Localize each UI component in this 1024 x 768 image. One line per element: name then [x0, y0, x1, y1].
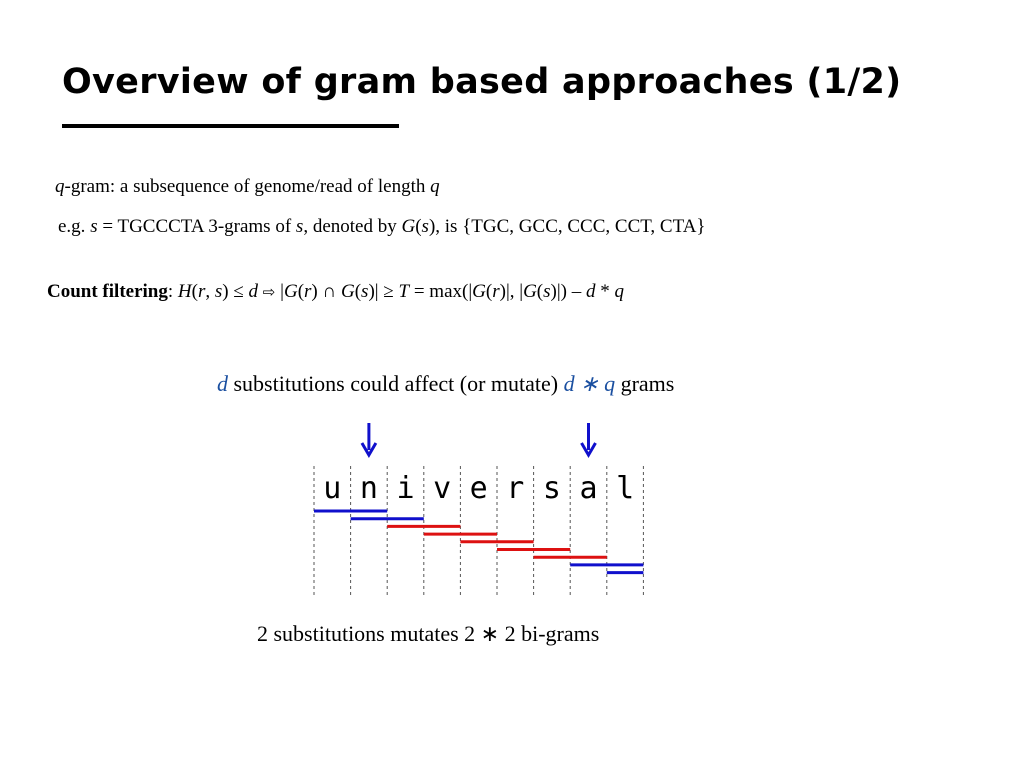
var-q: q [55, 176, 65, 197]
var-G: G [523, 281, 537, 302]
word-letter: n [360, 471, 378, 506]
example-line: e.g. s = TGCCCTA 3-grams of s, denoted b… [58, 216, 706, 238]
example-text: ( [415, 216, 422, 237]
mutation-arrow-icon [360, 442, 378, 458]
formula-part: )|, | [499, 281, 524, 302]
var-q: q [614, 281, 625, 302]
formula-part: * [595, 281, 615, 302]
var-s: s [421, 216, 429, 237]
mutation-arrow-icon [580, 442, 597, 458]
var-G: G [401, 216, 416, 237]
var-s: s [214, 281, 223, 302]
word-letter: v [433, 471, 451, 506]
caption-text: substitutions could affect (or mutate) [228, 371, 564, 396]
formula-part: ( [354, 281, 362, 302]
var-s: s [543, 281, 551, 302]
formula-part: : [167, 281, 178, 302]
formula-part: ( [536, 281, 544, 302]
formula-part: ) ≤ [222, 281, 249, 302]
bottom-caption: 2 substitutions mutates 2 ∗ 2 bi-grams [257, 621, 600, 646]
word-letter: a [579, 471, 597, 506]
qgram-definition: q-gram: a subsequence of genome/read of … [55, 176, 440, 198]
var-r: r [197, 281, 206, 302]
word-letter: e [470, 471, 488, 506]
slide-title: Overview of gram based approaches (1/2) [62, 62, 902, 102]
qgram-definition-text: -gram: a subsequence of genome/read of l… [64, 176, 431, 197]
formula-part: ) ∩ [311, 281, 341, 302]
var-s: s [361, 281, 369, 302]
var-r: r [492, 281, 500, 302]
substitution-caption: d substitutions could affect (or mutate)… [217, 371, 674, 397]
formula-part: | [280, 281, 284, 302]
example-prefix: e.g. [58, 216, 91, 237]
var-G: G [472, 281, 486, 302]
example-text: , denoted by [303, 216, 402, 237]
var-T: T [398, 281, 410, 302]
var-d: d [586, 281, 596, 302]
formula-part: = max(| [409, 281, 473, 302]
formula-part: , [205, 281, 215, 302]
formula-part: ( [485, 281, 493, 302]
implies-arrow-icon: ⇨ [258, 283, 281, 301]
var-d: d [248, 281, 259, 302]
var-H: H [177, 281, 192, 302]
var-dq: d ∗ q [563, 371, 616, 396]
var-G: G [340, 281, 355, 302]
word-letter: u [323, 471, 341, 506]
var-q: q [430, 176, 440, 197]
title-underline [62, 124, 399, 128]
var-s: s [90, 216, 98, 237]
word-letter: l [616, 471, 634, 506]
var-s: s [295, 216, 304, 237]
formula-part: ( [191, 281, 198, 302]
count-filtering-label: Count filtering [47, 281, 168, 302]
count-filtering-formula: Count filtering: H(r, s) ≤ d ⇨ |G(r) ∩ G… [47, 281, 624, 303]
var-G: G [283, 281, 298, 302]
var-d: d [217, 371, 228, 396]
var-r: r [304, 281, 312, 302]
example-text: ), is {TGC, GCC, CCC, CCT, CTA} [428, 216, 706, 237]
example-text: = TGCCCTA 3-grams of [97, 216, 296, 237]
caption-text: grams [615, 371, 675, 396]
word-letter: s [543, 471, 561, 506]
word-letter: i [396, 471, 414, 506]
formula-part: )| ≥ [368, 281, 399, 302]
formula-part: )|) – [550, 281, 586, 302]
formula-part: ( [297, 281, 305, 302]
word-letter: r [506, 471, 524, 506]
